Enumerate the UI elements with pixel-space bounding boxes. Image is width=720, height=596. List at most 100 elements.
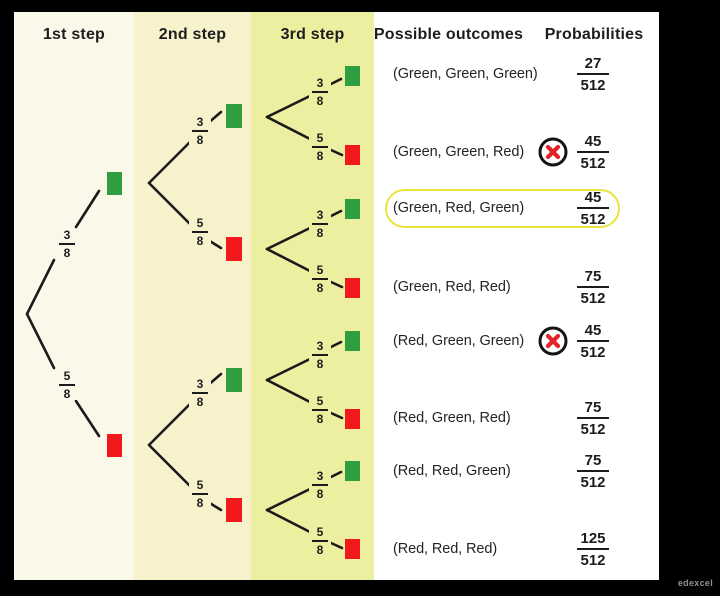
branch-fraction-bar — [312, 409, 328, 411]
branch-fraction-numerator: 3 — [316, 469, 324, 483]
outcome-row-label: (Green, Green, Green) — [393, 66, 538, 82]
branch-fraction-bar — [59, 384, 75, 386]
green-marble-square — [226, 104, 242, 128]
branch-fraction-denominator: 8 — [316, 487, 324, 501]
fraction-numerator: 27 — [584, 55, 602, 72]
red-marble-square — [345, 539, 360, 559]
branch-fraction-denominator: 8 — [316, 543, 324, 557]
fraction-numerator: 75 — [584, 399, 602, 416]
branch-fraction-numerator: 5 — [196, 478, 204, 492]
branch-fraction-denominator: 8 — [316, 412, 324, 426]
second-step-header: 2nd step — [158, 26, 227, 43]
fraction-bar — [577, 470, 609, 472]
crossed-out-badge — [538, 137, 568, 167]
branch-fraction-denominator: 8 — [196, 234, 204, 248]
fraction-bar — [577, 417, 609, 419]
branch-fraction-denominator: 8 — [316, 149, 324, 163]
outcome-row-label: (Green, Green, Red) — [393, 144, 525, 160]
outcome-row-label: (Red, Green, Green) — [393, 333, 525, 349]
fraction-bar — [577, 207, 609, 209]
probability-fraction: 125 512 — [573, 531, 613, 568]
branch-fraction-bar — [312, 278, 328, 280]
branch-fraction-denominator: 8 — [196, 496, 204, 510]
red-marble-square — [345, 278, 360, 298]
fraction-bar — [577, 73, 609, 75]
branch-fraction-numerator: 3 — [316, 76, 324, 90]
branch-fraction-numerator: 5 — [316, 263, 324, 277]
red-marble-square — [345, 145, 360, 165]
highlighted-outcome-ring — [385, 189, 620, 228]
green-marble-square — [107, 172, 122, 195]
branch-fraction-numerator: 5 — [316, 394, 324, 408]
probability-fraction: 75 512 — [573, 453, 613, 490]
fraction-bar — [577, 340, 609, 342]
branch-fraction-denominator: 8 — [196, 395, 204, 409]
column-first-step: 1st step — [14, 12, 134, 580]
fraction-numerator: 125 — [580, 530, 606, 547]
fraction-numerator: 75 — [584, 452, 602, 469]
red-marble-square — [345, 409, 360, 429]
probability-fraction: 45 512 — [573, 323, 613, 360]
branch-fraction-bar — [59, 243, 75, 245]
green-marble-square — [345, 199, 360, 219]
fraction-numerator: 45 — [584, 133, 602, 150]
fraction-denominator: 512 — [580, 77, 606, 94]
branch-fraction-bar — [312, 91, 328, 93]
probability-fraction: 45 512 — [573, 134, 613, 171]
green-marble-square — [345, 66, 360, 86]
outcome-row-label: (Red, Red, Green) — [393, 463, 511, 479]
figure-panel: 1st step 2nd step 3rd step — [14, 12, 659, 580]
branch-fraction-bar — [192, 231, 208, 233]
branch-fraction-numerator: 3 — [316, 208, 324, 222]
fraction-denominator: 512 — [580, 155, 606, 172]
probability-fraction: 27 512 — [573, 56, 613, 93]
branch-fraction-bar — [312, 484, 328, 486]
probability-fraction: 75 512 — [573, 400, 613, 437]
fraction-numerator: 45 — [584, 189, 602, 206]
branch-fraction-numerator: 3 — [196, 377, 204, 391]
cross-icon — [538, 137, 568, 167]
cross-icon — [538, 326, 568, 356]
branch-fraction-denominator: 8 — [316, 357, 324, 371]
branch-fraction-denominator: 8 — [63, 246, 71, 260]
branch-fraction-bar — [312, 354, 328, 356]
fraction-denominator: 512 — [580, 290, 606, 307]
fraction-bar — [577, 548, 609, 550]
branch-fraction-bar — [312, 223, 328, 225]
crossed-out-badge — [538, 326, 568, 356]
green-marble-square — [345, 461, 360, 481]
first-step-header: 1st step — [42, 26, 106, 43]
fraction-bar — [577, 151, 609, 153]
branch-fraction-numerator: 3 — [316, 339, 324, 353]
branch-fraction-denominator: 8 — [316, 94, 324, 108]
branch-fraction-numerator: 5 — [316, 131, 324, 145]
fraction-denominator: 512 — [580, 211, 606, 228]
red-marble-square — [107, 434, 122, 457]
branch-fraction-numerator: 5 — [316, 525, 324, 539]
outcome-row-label: (Red, Red, Red) — [393, 541, 498, 557]
branch-fraction-bar — [192, 392, 208, 394]
branch-fraction-numerator: 5 — [196, 216, 204, 230]
branch-fraction-bar — [192, 130, 208, 132]
branch-fraction-denominator: 8 — [63, 387, 71, 401]
green-marble-square — [345, 331, 360, 351]
outcome-row-label: (Green, Red, Red) — [393, 279, 511, 295]
red-marble-square — [226, 498, 242, 522]
branch-fraction-numerator: 3 — [63, 228, 71, 242]
probability-fraction: 45 512 — [573, 190, 613, 227]
branch-fraction-denominator: 8 — [196, 133, 204, 147]
red-marble-square — [226, 237, 242, 261]
outcome-row-label: (Red, Green, Red) — [393, 410, 511, 426]
third-step-header: 3rd step — [280, 26, 345, 43]
outcome-row-label-highlighted: (Green, Red, Green) — [393, 200, 525, 216]
